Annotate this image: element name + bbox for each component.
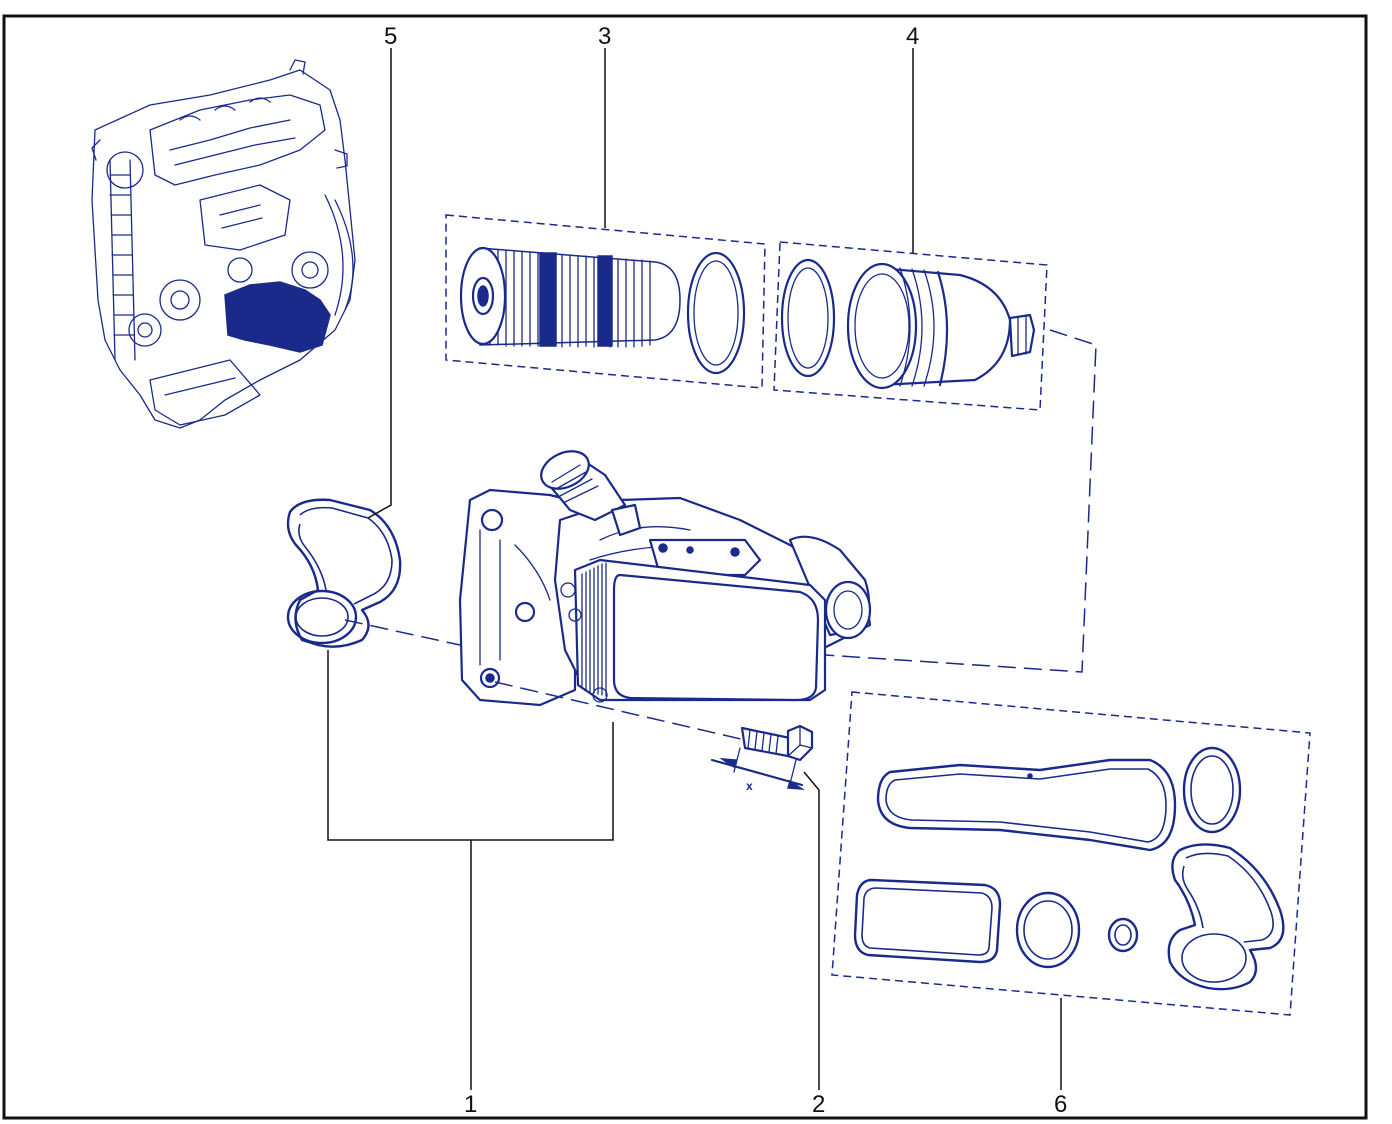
- assembly-path-bolt: [494, 681, 746, 741]
- filter-o-ring: [686, 251, 746, 375]
- leader-lines: [327, 48, 1062, 1090]
- part-5-gasket: [286, 498, 402, 648]
- gasket-long: [876, 758, 1177, 852]
- assembly-path-gasket: [344, 619, 461, 646]
- callout-6: 6: [1054, 1091, 1067, 1118]
- cap-o-ring: [780, 258, 836, 378]
- callout-3: 3: [598, 23, 611, 50]
- callout-1: 1: [464, 1091, 477, 1118]
- filter-housing-cap: [846, 262, 1036, 390]
- engine-overview: [91, 59, 356, 429]
- part-3-filter-kit: [445, 214, 766, 389]
- callout-2: 2: [812, 1091, 825, 1118]
- bolt-length-dimension-label: x: [746, 779, 753, 793]
- part-6-gasket-set: [831, 691, 1311, 1016]
- callout-4: 4: [906, 23, 919, 50]
- part-1-oil-filter-housing: [458, 450, 872, 707]
- part-2-bolt: x: [710, 724, 814, 793]
- assembly-path-cap-to-housing: [824, 329, 1097, 673]
- gasket-figure-eight: [1167, 843, 1285, 991]
- gasket-rectangular: [853, 878, 1002, 964]
- callout-5: 5: [384, 23, 397, 50]
- highlighted-module-location: [224, 281, 331, 353]
- o-ring-small: [1107, 917, 1139, 953]
- part-4-filter-cap-kit: [773, 241, 1048, 411]
- o-ring-large: [1015, 891, 1081, 969]
- gasket-small-oval: [1182, 746, 1242, 834]
- filter-element: [459, 246, 681, 348]
